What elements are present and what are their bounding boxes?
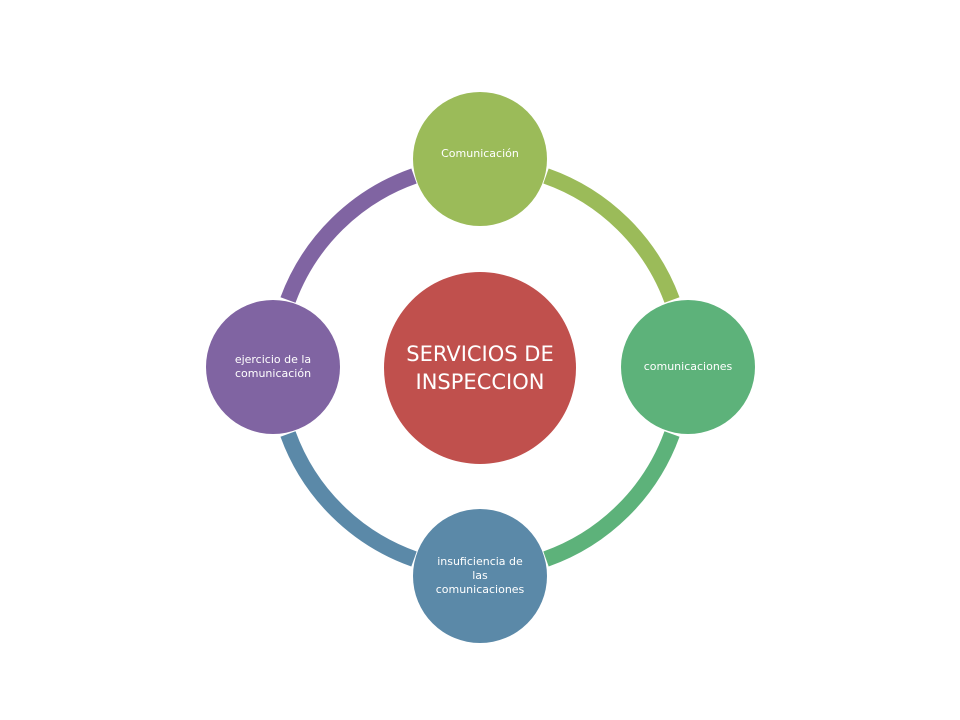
- arc-top-right: [543, 168, 680, 303]
- node-comunicacion-label: Comunicación: [441, 147, 519, 160]
- arc-bottom-left: [280, 431, 417, 567]
- arc-left-top: [280, 168, 417, 303]
- node-insuficiencia: insuficiencia de las comunicaciones: [413, 509, 547, 643]
- node-insuficiencia-label: insuficiencia de las comunicaciones: [435, 555, 525, 596]
- node-comunicaciones-label: comunicaciones: [643, 360, 733, 373]
- node-comunicaciones: comunicaciones: [621, 300, 755, 434]
- node-ejercicio: ejercicio de la comunicación: [206, 300, 340, 434]
- arc-right-bottom: [543, 431, 680, 567]
- center-node: SERVICIOS DE INSPECCION: [384, 272, 576, 464]
- center-node-label: SERVICIOS DE INSPECCION: [406, 342, 554, 394]
- node-ejercicio-label: ejercicio de la comunicación: [234, 353, 312, 380]
- node-comunicacion: Comunicación: [413, 92, 547, 226]
